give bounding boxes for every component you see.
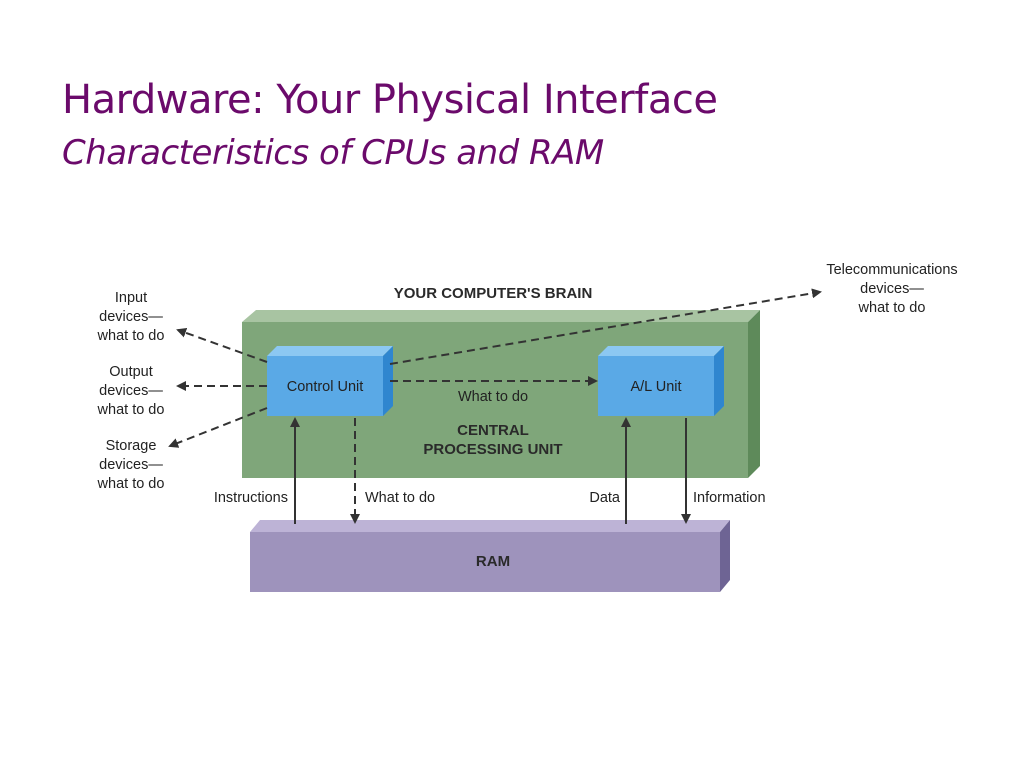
instructions-label: Instructions	[214, 490, 288, 506]
diagram-label-line: Input	[115, 290, 147, 306]
slide-subtitle: Characteristics of CPUs and RAM	[62, 133, 604, 173]
diagram-label-line: what to do	[97, 476, 165, 492]
al-unit-label: A/L Unit	[630, 379, 681, 395]
cpu-label-line1: CENTRAL	[457, 422, 529, 439]
telecom-devices-label: Telecommunications devices— what to do	[826, 262, 957, 316]
ram-block	[250, 520, 730, 592]
what-to-do-ram-label: What to do	[365, 490, 435, 506]
data-label: Data	[589, 490, 621, 506]
arrow-control-to-telecom	[389, 288, 822, 365]
diagram-label-line: what to do	[97, 328, 165, 344]
control-unit-label: Control Unit	[287, 379, 364, 395]
diagram-label-line: what to do	[858, 300, 926, 316]
what-to-do-middle-label: What to do	[458, 389, 528, 405]
diagram-label-line: Output	[109, 364, 153, 380]
diagram-label-line: what to do	[97, 402, 165, 418]
output-devices-label: Output devices— what to do	[97, 364, 165, 418]
input-devices-label: Input devices— what to do	[97, 290, 165, 344]
diagram-label-line: Storage	[106, 438, 157, 454]
brain-heading: YOUR COMPUTER'S BRAIN	[394, 285, 593, 302]
information-label: Information	[693, 490, 766, 506]
al-unit-block	[598, 346, 724, 416]
storage-devices-label: Storage devices— what to do	[97, 438, 165, 492]
diagram-label-line: devices—	[99, 309, 163, 325]
diagram-label-line: devices—	[99, 383, 163, 399]
diagram-label-line: Telecommunications	[826, 262, 957, 278]
arrow-control-to-storage	[168, 407, 268, 448]
diagram-label-line: devices—	[860, 281, 924, 297]
diagram-label-line: devices—	[99, 457, 163, 473]
ram-label: RAM	[476, 553, 510, 570]
arrow-control-to-input	[176, 328, 268, 363]
cpu-top-face	[242, 310, 760, 322]
slide-title: Hardware: Your Physical Interface	[62, 77, 718, 123]
cpu-label-line2: PROCESSING UNIT	[423, 441, 562, 458]
cpu-side-face	[748, 310, 760, 478]
control-unit-block	[267, 346, 393, 416]
